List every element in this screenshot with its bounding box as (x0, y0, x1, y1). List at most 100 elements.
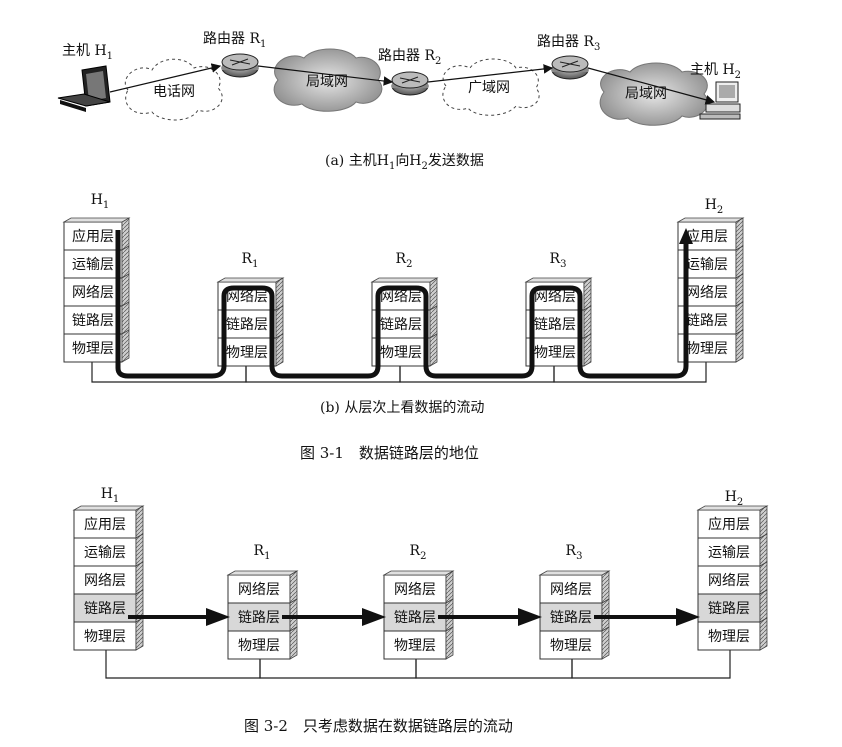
layer-side (275, 277, 284, 311)
layer-side (121, 245, 130, 279)
stack-h1-label: H1 (91, 192, 110, 211)
layer-side (601, 626, 610, 660)
stack-top (72, 505, 145, 511)
layer-label: 链路层 (380, 317, 422, 333)
cloud-wan-label: 广域网 (468, 80, 510, 96)
layer-label: 物理层 (226, 345, 268, 361)
stack-top (382, 570, 455, 576)
layer-label: 物理层 (550, 638, 592, 654)
layer-side (121, 273, 130, 307)
layer-label: 运输层 (708, 545, 750, 561)
layer-label: 物理层 (238, 638, 280, 654)
layer-label: 物理层 (686, 341, 728, 357)
layer-side (759, 505, 768, 539)
router2-label: 路由器 R2 (378, 48, 441, 67)
layer-side (735, 301, 744, 335)
router-r3-icon (551, 55, 589, 80)
link-arrow-2 (282, 608, 386, 626)
layer-box (525, 309, 585, 339)
layer-label: 链路层 (226, 317, 268, 333)
layer-box (73, 593, 137, 623)
layer-label: 链路层 (708, 601, 750, 617)
layer-label: 应用层 (72, 228, 114, 245)
layer-side (735, 273, 744, 307)
layer-box (539, 630, 603, 660)
layer-side (445, 626, 454, 660)
layer-label: 应用层 (84, 516, 126, 533)
layer-side (275, 305, 284, 339)
laptop-icon (57, 65, 111, 112)
physical-wire (105, 650, 731, 679)
layer-side (121, 329, 130, 363)
layer-side (759, 533, 768, 567)
caption-a: (a) 主机H1向H2发送数据 (325, 153, 484, 172)
layer-label: 运输层 (84, 545, 126, 561)
link-arrow-1 (128, 608, 230, 626)
stack-top (696, 505, 769, 511)
flow-arrows-a (109, 63, 716, 105)
layer-box (383, 574, 447, 604)
stack-r1-label: R1 (242, 251, 259, 270)
stack-h2-label: H2 (705, 197, 724, 216)
cloud-lan1-label: 局域网 (306, 74, 348, 90)
layer-label: 网络层 (226, 289, 268, 305)
layer-box (227, 630, 291, 660)
cloud-phone-label: 电话网 (153, 84, 195, 100)
figure-3-2: 应用层运输层网络层链路层物理层应用层运输层网络层链路层物理层网络层链路层物理层网… (72, 486, 769, 679)
layer-box (539, 602, 603, 632)
physical-wire (91, 362, 707, 383)
layer-box (63, 333, 123, 363)
layer-side (135, 533, 144, 567)
layer-label: 物理层 (708, 629, 750, 645)
layer-label: 网络层 (686, 285, 728, 301)
router-r1-icon (221, 53, 259, 78)
host1-label: 主机 H1 (62, 43, 113, 62)
flow-arrowhead (679, 228, 693, 244)
layer-label: 物理层 (394, 638, 436, 654)
layer-side (759, 589, 768, 623)
cloud-phone-network: 电话网 (125, 58, 223, 121)
stack-h1-label: H1 (101, 486, 120, 505)
layer-label: 运输层 (72, 257, 114, 273)
layer-label: 链路层 (534, 317, 576, 333)
stack-top (62, 217, 131, 223)
layer-side (429, 305, 438, 339)
stack-h2-label: H2 (725, 489, 744, 508)
layer-box (63, 277, 123, 307)
layer-label: 网络层 (550, 582, 592, 598)
layer-label: 物理层 (380, 345, 422, 361)
stack-top (538, 570, 611, 576)
layer-side (289, 626, 298, 660)
layer-label: 网络层 (394, 582, 436, 598)
layer-side (121, 217, 130, 251)
stack-top (524, 277, 593, 283)
layer-box (63, 249, 123, 279)
layer-box (697, 537, 761, 567)
figure-3-1-title: 图 3-1 数据链路层的地位 (300, 444, 479, 462)
layer-side (121, 301, 130, 335)
layer-side (601, 570, 610, 604)
stack-top (370, 277, 439, 283)
layer-side (583, 277, 592, 311)
layer-side (583, 305, 592, 339)
layer-side (759, 617, 768, 651)
layer-label: 链路层 (686, 313, 728, 329)
layer-label: 网络层 (708, 573, 750, 589)
link-arrow-3 (438, 608, 542, 626)
layer-label: 链路层 (72, 313, 114, 329)
layer-box (383, 602, 447, 632)
link-arrow-4 (594, 608, 700, 626)
layer-label: 物理层 (72, 341, 114, 357)
layer-label: 物理层 (84, 629, 126, 645)
router1-label: 路由器 R1 (203, 31, 266, 50)
figure-a: 主机 H1 电话网 路由器 R1 局域网 路由器 R2 (57, 31, 741, 172)
stack-r3-label: R3 (550, 251, 567, 270)
stack-top (216, 277, 285, 283)
